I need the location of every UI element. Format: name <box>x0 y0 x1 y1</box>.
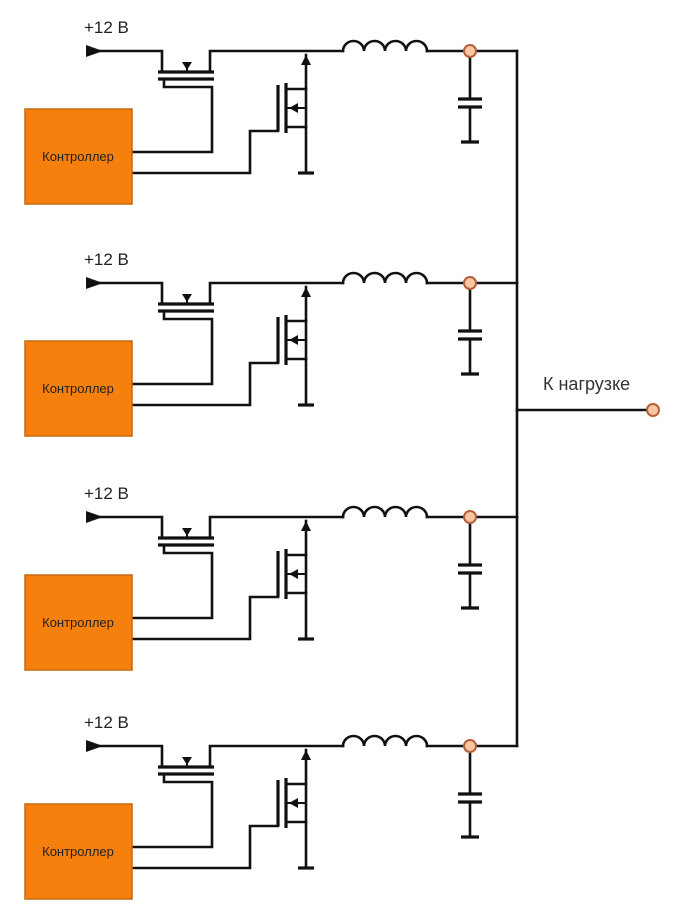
supply-label: +12 В <box>84 18 129 37</box>
controller-block <box>24 803 133 900</box>
switch-node-wire <box>208 49 345 74</box>
low-side-gate-wire <box>130 361 280 407</box>
controller-label: Контроллер <box>42 844 114 859</box>
low-side-arrow-icon <box>289 798 298 808</box>
low-side-drain-arrow-icon <box>301 55 311 65</box>
supply-wire <box>96 281 164 306</box>
supply-label: +12 В <box>84 713 129 732</box>
supply-wire <box>96 744 164 769</box>
output-node <box>463 276 477 290</box>
low-side-arrow-icon <box>289 103 298 113</box>
high-side-gate-wire <box>130 309 214 386</box>
supply-label: +12 В <box>84 250 129 269</box>
low-side-arrow-icon <box>289 569 298 579</box>
high-side-gate-wire <box>130 772 214 849</box>
supply-arrow-icon <box>86 740 103 752</box>
low-side-gate-wire <box>130 129 280 175</box>
controller-label: Контроллер <box>42 615 114 630</box>
low-side-arrow-icon <box>289 335 298 345</box>
inductor <box>341 505 429 519</box>
controller-block <box>24 574 133 671</box>
low-side-gate-wire <box>130 595 280 641</box>
switch-node-wire <box>208 515 345 540</box>
supply-arrow-icon <box>86 45 103 57</box>
supply-arrow-icon <box>86 277 103 289</box>
phase-4: +12 В Контроллер <box>24 713 519 900</box>
inductor <box>341 271 429 285</box>
high-side-gate-wire <box>130 543 214 620</box>
low-side-drain-arrow-icon <box>301 287 311 297</box>
load-terminal-node <box>646 403 660 417</box>
low-side-drain-arrow-icon <box>301 750 311 760</box>
high-side-arrow-icon <box>182 528 192 536</box>
switch-node-wire <box>208 744 345 769</box>
phase-1: +12 В Контроллер <box>24 18 519 205</box>
output-node <box>463 739 477 753</box>
phase-3: +12 В Контроллер <box>24 484 519 671</box>
low-side-drain-arrow-icon <box>301 521 311 531</box>
controller-label: Контроллер <box>42 381 114 396</box>
supply-wire <box>96 49 164 74</box>
supply-wire <box>96 515 164 540</box>
controller-block <box>24 340 133 437</box>
output-node <box>463 510 477 524</box>
supply-arrow-icon <box>86 511 103 523</box>
high-side-arrow-icon <box>182 294 192 302</box>
high-side-arrow-icon <box>182 757 192 765</box>
controller-label: Контроллер <box>42 149 114 164</box>
load-label: К нагрузке <box>543 374 630 394</box>
supply-label: +12 В <box>84 484 129 503</box>
high-side-gate-wire <box>130 77 214 154</box>
high-side-arrow-icon <box>182 62 192 70</box>
controller-block <box>24 108 133 205</box>
inductor <box>341 734 429 748</box>
switch-node-wire <box>208 281 345 306</box>
inductor <box>341 39 429 53</box>
output-node <box>463 44 477 58</box>
phase-2: +12 В Контроллер <box>24 250 519 437</box>
low-side-gate-wire <box>130 824 280 870</box>
